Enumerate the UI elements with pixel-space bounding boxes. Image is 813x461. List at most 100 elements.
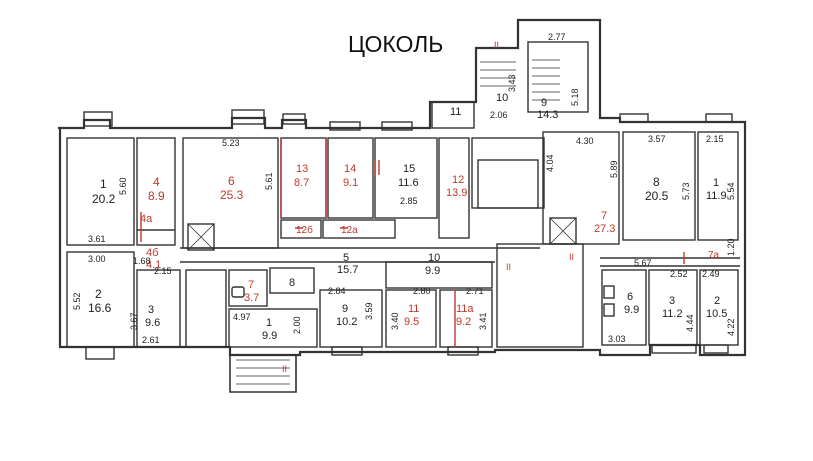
- room-number: 6: [228, 174, 235, 188]
- room-number: 11: [450, 106, 461, 118]
- section-mark: II: [494, 40, 499, 50]
- room-number: 3: [669, 295, 675, 307]
- room-area: 25.3: [220, 188, 244, 202]
- room-number: 4: [153, 175, 160, 189]
- room-12a: 12а: [341, 225, 358, 236]
- room-11a: 11а 9.2 2.71 3.41: [456, 286, 488, 330]
- room-area: 9.2: [456, 316, 471, 328]
- room-area: 4.1: [146, 259, 161, 271]
- room-dimension: 5.54: [726, 182, 736, 200]
- room-number: 9: [342, 303, 348, 315]
- room-dimension: 3.03: [608, 334, 626, 344]
- room-dimension: 5.60: [118, 177, 128, 195]
- room-dimension: 2.80: [413, 286, 431, 296]
- room-area: 20.5: [645, 189, 669, 203]
- room-11-center: 11 9.5 3.40: [390, 303, 419, 330]
- room-dimension: 3.67: [129, 312, 139, 330]
- room-area: 9.9: [624, 304, 639, 316]
- room-number: 2: [95, 287, 102, 301]
- room-8-left: 8: [289, 277, 295, 289]
- room-dimension: 4.30: [576, 136, 594, 146]
- room-3-left: 3 9.6 3.67 2.61: [129, 304, 160, 345]
- room-area: 8.9: [148, 189, 165, 203]
- room-dimension: 1.68: [133, 256, 151, 266]
- section-mark: II: [506, 262, 511, 272]
- room-15: 15 11.6 2.85: [398, 163, 419, 206]
- room-number: 12: [452, 174, 464, 186]
- room-number: 7: [601, 210, 607, 222]
- room-4: 4 8.9: [148, 175, 165, 203]
- room-area: 27.3: [594, 223, 615, 235]
- room-dimension: 5.52: [72, 292, 82, 310]
- room-dimension: 2.85: [400, 196, 418, 206]
- room-dimension: 4.22: [726, 318, 736, 336]
- room-dimension: 2.15: [154, 266, 172, 276]
- room-dimension: 5.89: [609, 160, 619, 178]
- room-area: 11.9: [706, 190, 727, 202]
- room-area: 9.1: [343, 177, 358, 189]
- room-area: 9.9: [262, 330, 277, 342]
- room-dimension: 2.61: [142, 335, 160, 345]
- room-number: 2: [714, 295, 720, 307]
- room-dimension: 5.18: [570, 88, 580, 106]
- room-11-top: 11 2.06: [450, 106, 508, 120]
- room-2-right: 2 10.5 4.22: [706, 295, 736, 336]
- room-dimension: 1.20: [726, 238, 736, 256]
- stair-dimension: 2.77: [548, 32, 566, 42]
- room-number: 9: [541, 97, 547, 109]
- room-dimension: 2.84: [328, 286, 346, 296]
- room-6: 5.23 6 25.3 5.61: [220, 138, 274, 202]
- room-dimension: 5.67: [634, 258, 652, 268]
- accent-partitions: [140, 138, 685, 347]
- room-number: 1: [713, 177, 719, 189]
- room-area: 13.9: [446, 187, 467, 199]
- room-dimension: 3.43: [507, 74, 517, 92]
- room-number: 7: [248, 279, 254, 291]
- room-dimension: 5.23: [222, 138, 240, 148]
- room-dimension: 4.97: [233, 312, 251, 322]
- room-5: 5 15.7 2.84: [328, 252, 358, 296]
- room-area: 11.6: [398, 177, 419, 189]
- room-12: 12 13.9: [446, 174, 467, 199]
- room-number: 15: [403, 163, 415, 175]
- room-2-left: 3.00 2 16.6 5.52 2.15: [72, 254, 172, 315]
- room-dimension: 3.41: [478, 312, 488, 330]
- room-4b: 4б 4.1 1.68: [133, 247, 161, 271]
- room-number: 11: [408, 303, 419, 315]
- room-dimension: 4.44: [685, 314, 695, 332]
- room-area: 10.5: [706, 308, 727, 320]
- room-number: 14: [344, 163, 356, 175]
- room-dimension: 2.71: [466, 286, 484, 296]
- room-area: 10.2: [336, 316, 357, 328]
- room-area: 9.6: [145, 317, 160, 329]
- room-8-right: 3.57 5.89 8 20.5 5.73: [609, 134, 691, 203]
- room-9-center: 9 10.2 3.59: [336, 302, 374, 328]
- room-number: 11а: [456, 303, 474, 315]
- room-area: 20.2: [92, 192, 116, 206]
- room-dimension: 3.61: [88, 234, 106, 244]
- room-dimension: 4.04: [545, 154, 555, 172]
- room-12b: 12б: [296, 224, 313, 236]
- room-10-center: 10 9.9 2.80: [413, 252, 440, 296]
- section-mark: II: [282, 364, 287, 374]
- room-number: 13: [296, 163, 308, 175]
- room-dimension: 3.59: [364, 302, 374, 320]
- room-number: 1: [266, 317, 272, 329]
- room-dimension: 2.00: [292, 316, 302, 334]
- room-number: 10: [428, 252, 440, 264]
- room-number: 4б: [146, 247, 158, 259]
- plan-walls: [58, 18, 747, 393]
- section-mark: II: [569, 252, 574, 262]
- room-9-top: 9 14.3 5.18: [537, 88, 580, 121]
- room-3-right: 2.52 3 11.2 4.44: [662, 269, 695, 332]
- room-dimension: 3.57: [648, 134, 666, 144]
- room-4a: 4а: [140, 213, 153, 225]
- room-dimension: 2.49: [702, 269, 720, 279]
- room-13: 13 8.7: [294, 163, 309, 189]
- room-dimension: 2.15: [706, 134, 724, 144]
- room-dimension: 3.40: [390, 312, 400, 330]
- room-dimension: 5.73: [681, 182, 691, 200]
- room-number: 7а: [708, 250, 720, 261]
- room-14: 14 9.1: [343, 163, 358, 189]
